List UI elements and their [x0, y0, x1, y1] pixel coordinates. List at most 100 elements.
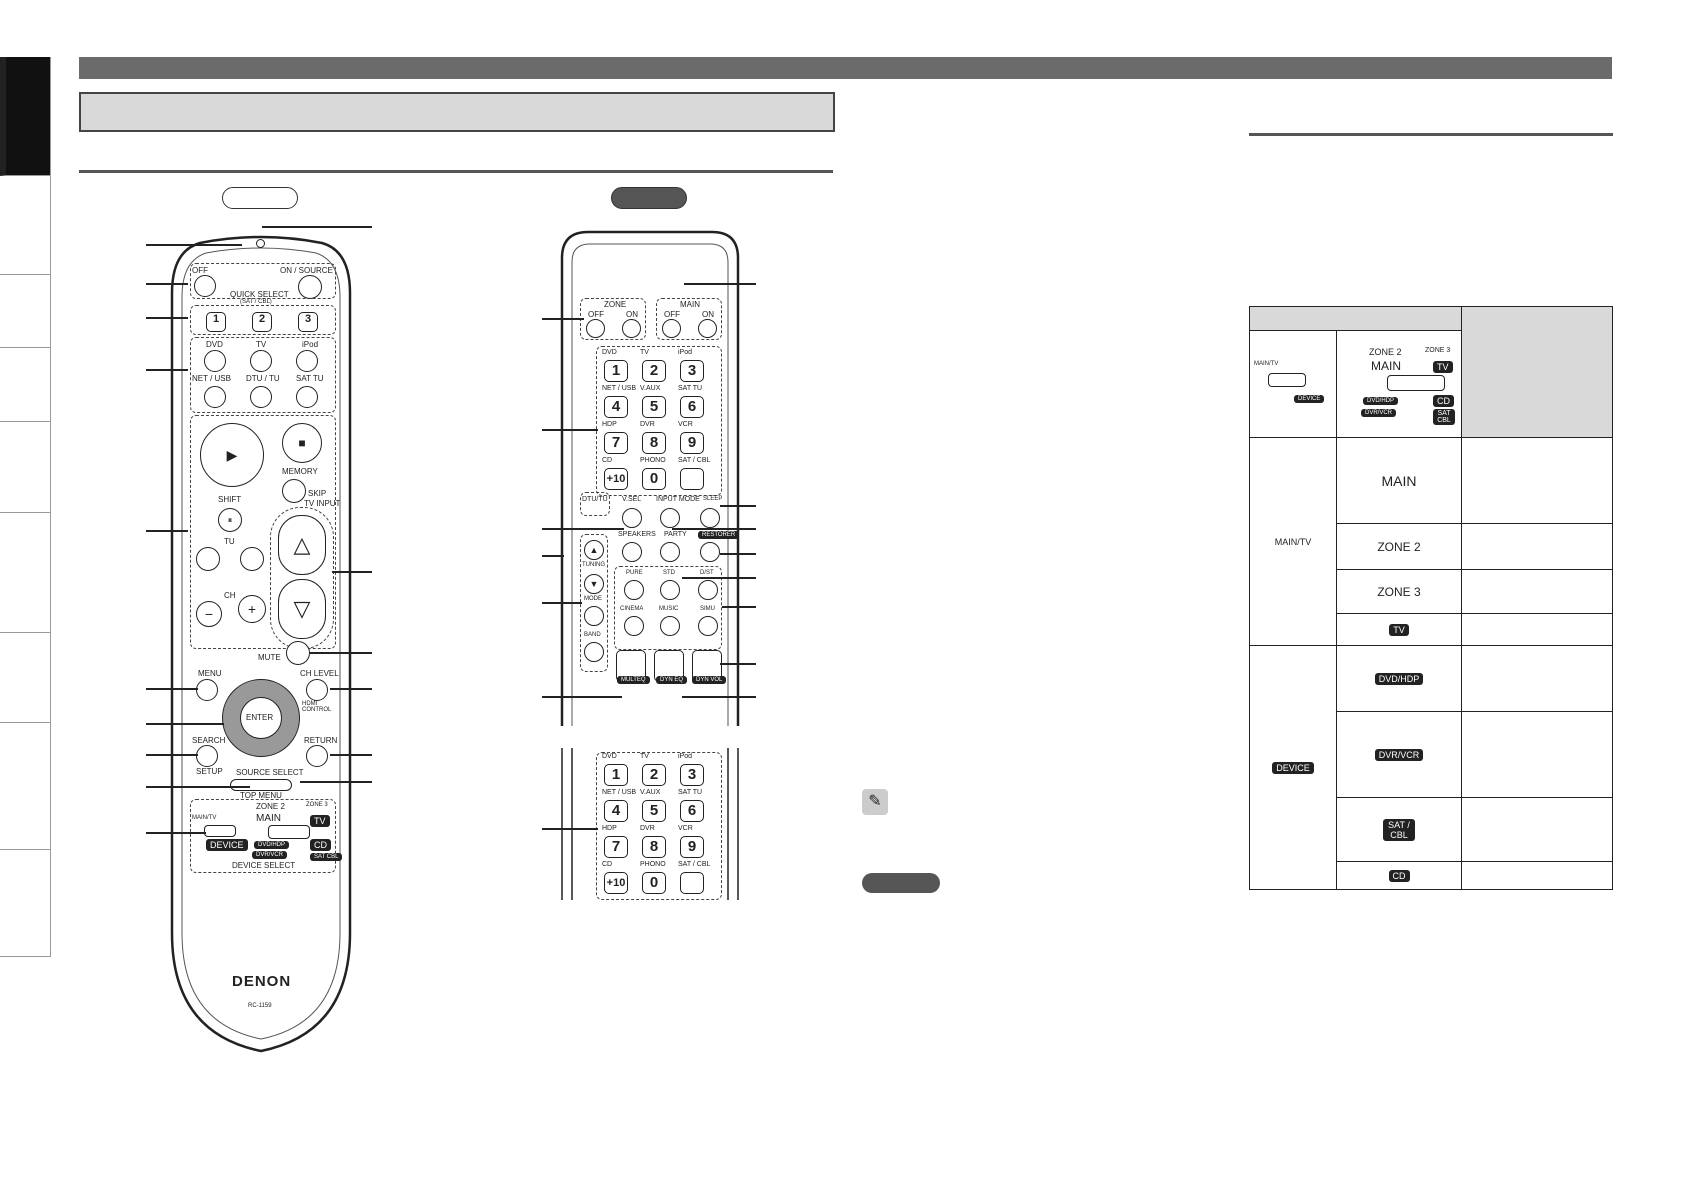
music-button[interactable] [660, 616, 680, 636]
keypad-key-button[interactable]: 5 [642, 396, 666, 418]
keypad-detail-key-button[interactable] [680, 872, 704, 894]
side-tab-9[interactable] [0, 850, 51, 957]
channel-down-button[interactable]: ▽ [278, 579, 326, 639]
power-on-button[interactable] [298, 275, 322, 299]
keypad-key-label: HDP [602, 421, 617, 428]
side-tab-3[interactable] [0, 275, 51, 348]
music-label: MUSIC [659, 606, 679, 612]
callout-l8 [146, 754, 198, 756]
row-cd-desc [1461, 861, 1613, 890]
keypad-key-button[interactable] [680, 468, 704, 490]
model-label: RC-1159 [248, 1003, 272, 1009]
row-zone3-desc [1461, 569, 1613, 614]
keypad-detail-key-button[interactable]: 2 [642, 764, 666, 786]
power-off-button[interactable] [194, 275, 216, 297]
callout-l4 [146, 369, 188, 371]
keypad-key-button[interactable]: 3 [680, 360, 704, 382]
keypad-key-button[interactable]: 6 [680, 396, 704, 418]
keypad-detail-key-label: CD [602, 861, 613, 868]
sleep-button[interactable] [700, 508, 720, 528]
dtu-tu-button[interactable] [250, 386, 272, 408]
input-mode-button[interactable] [660, 508, 680, 528]
enter-button[interactable] [240, 697, 282, 739]
quick-select-1[interactable]: 1 [206, 312, 226, 332]
keypad-detail-key-button[interactable]: 1 [604, 764, 628, 786]
zone-on-button[interactable] [622, 319, 641, 338]
restorer-button[interactable] [700, 542, 720, 562]
vsel-label: V.SEL [622, 496, 642, 503]
menu-button[interactable] [196, 679, 218, 701]
keypad-detail-key-button[interactable]: +10 [604, 872, 628, 894]
dvd-button[interactable] [204, 350, 226, 372]
tuning-up-button[interactable]: ▲ [584, 540, 604, 560]
pure-button[interactable] [624, 580, 644, 600]
ch-minus-button[interactable]: − [196, 601, 222, 627]
mute-button[interactable] [286, 641, 310, 665]
stop-button[interactable]: ■ [282, 423, 322, 463]
cinema-button[interactable] [624, 616, 644, 636]
speakers-label: SPEAKERS [618, 531, 656, 538]
side-tab-1[interactable] [0, 57, 51, 176]
keypad-detail-key-button[interactable]: 8 [642, 836, 666, 858]
keypad-detail-key-label: NET / USB [602, 789, 637, 796]
pause-button[interactable]: ⏸ [218, 508, 242, 532]
side-tab-8[interactable] [0, 723, 51, 850]
vsel-button[interactable] [622, 508, 642, 528]
std-button[interactable] [660, 580, 680, 600]
keypad-detail-key-button[interactable]: 3 [680, 764, 704, 786]
quick-select-3[interactable]: 3 [298, 312, 318, 332]
keypad-detail-key-button[interactable]: 4 [604, 800, 628, 822]
keypad-detail-key-label: DVD [602, 753, 617, 760]
ch-level-button[interactable] [306, 679, 328, 701]
keypad-key-button[interactable]: +10 [604, 468, 628, 490]
keypad-detail-key-button[interactable]: 0 [642, 872, 666, 894]
party-button[interactable] [660, 542, 680, 562]
keypad-key-button[interactable]: 7 [604, 432, 628, 454]
main-on-button[interactable] [698, 319, 717, 338]
sat-tu-button[interactable] [296, 386, 318, 408]
ipod-button[interactable] [296, 350, 318, 372]
side-tab-4[interactable] [0, 348, 51, 422]
band-button[interactable] [584, 642, 604, 662]
net-usb-button[interactable] [204, 386, 226, 408]
tuning-down-button[interactable]: ▼ [584, 574, 604, 594]
tv-button[interactable] [250, 350, 272, 372]
keypad-detail-key-button[interactable]: 5 [642, 800, 666, 822]
keypad-detail-key-button[interactable]: 7 [604, 836, 628, 858]
keypad-key-button[interactable]: 0 [642, 468, 666, 490]
channel-up-button[interactable]: △ [278, 515, 326, 575]
source-select-button[interactable] [230, 779, 292, 791]
callout-n8 [682, 696, 756, 698]
keypad-key-button[interactable]: 9 [680, 432, 704, 454]
keypad-key-button[interactable]: 1 [604, 360, 628, 382]
simu-button[interactable] [698, 616, 718, 636]
remote-front: OFF ON / SOURCE QUICK SELECT (SAT / CBL)… [170, 233, 352, 1055]
side-tab-2[interactable] [0, 176, 51, 275]
main-tv-switch[interactable] [204, 825, 236, 837]
forward-button[interactable] [240, 547, 264, 571]
return-button[interactable] [306, 745, 328, 767]
keypad-detail-key-button[interactable]: 6 [680, 800, 704, 822]
device-select-switch[interactable] [268, 825, 310, 839]
skip-button[interactable] [282, 479, 306, 503]
side-tab-5[interactable] [0, 422, 51, 513]
side-tab-6[interactable] [0, 513, 51, 633]
zone-off-button[interactable] [586, 319, 605, 338]
mode-button[interactable] [584, 606, 604, 626]
dst-button[interactable] [698, 580, 718, 600]
quick-select-2[interactable]: 2 [252, 312, 272, 332]
search-button[interactable] [196, 745, 218, 767]
keypad-key-button[interactable]: 2 [642, 360, 666, 382]
quick-select-group [190, 305, 336, 335]
keypad-key-button[interactable]: 8 [642, 432, 666, 454]
keypad-key-button[interactable]: 4 [604, 396, 628, 418]
play-button[interactable]: ▶ [200, 423, 264, 487]
dyn-vol-tag: DYN VOL [692, 674, 727, 684]
keypad-detail-key-button[interactable]: 9 [680, 836, 704, 858]
speakers-button[interactable] [622, 542, 642, 562]
rewind-button[interactable] [196, 547, 220, 571]
main-off-button[interactable] [662, 319, 681, 338]
side-tab-7[interactable] [0, 633, 51, 723]
ch-plus-button[interactable]: + [238, 595, 266, 623]
